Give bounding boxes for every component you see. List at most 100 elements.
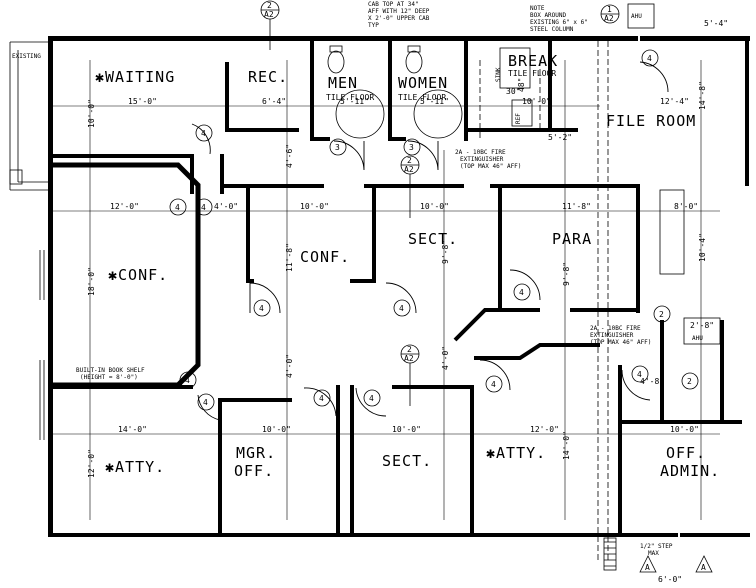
break-tile-note: TILE FLOOR [508,69,556,78]
men-tile-note: TILE FLOOR [326,93,374,102]
door-tag: 4 [253,299,271,317]
dim-48: 48" [517,78,526,92]
section-ref-marker: 2 A2 [400,155,420,218]
room-atty-right: ✱ATTY. [486,444,546,462]
exterior-walls [9,36,750,537]
section-refs: 2 A2 2 A2 2 A2 1 A2 [260,0,620,406]
bookshelf-2: (HEIGHT = 8'-0") [80,374,138,381]
dim-10-0-sect2: 10'-0" [392,425,421,434]
svg-text:2: 2 [659,310,664,319]
dim-11-8v: 11'-8" [285,243,294,272]
door-tag: 4 [313,389,331,407]
svg-text:A: A [701,563,706,572]
bookshelf-1: BUILT-IN BOOK SHELF [76,367,145,374]
door-tag: 4 [195,198,213,216]
step-2: MAX [648,550,659,557]
door-tag: 3 [403,138,421,156]
room-sect-upper: SECT. [408,230,458,248]
ahu-top-label: AHU [631,13,642,20]
svg-text:A2: A2 [604,14,614,23]
room-off-admin-2: ADMIN. [660,462,720,480]
svg-text:1: 1 [607,5,612,14]
door-tag: 4 [363,389,381,407]
dim-10-0-v: 10'-0" [87,99,96,128]
door-tag: 4 [197,393,215,411]
fire-2a: 2A - 10BC FIRE [590,325,641,332]
women-tile-note: TILE FLOOR [398,93,446,102]
floor-notes: TILE FLOOR TILE FLOOR TILE FLOOR [326,69,556,102]
sink-label: SINK [495,67,502,82]
dim-11-8: 11'-8" [562,202,591,211]
dim-6-4: 6'-4" [262,97,286,106]
dim-2-8: 2'-8" [690,321,714,330]
interior-walls [53,3,750,571]
room-sect-lower: SECT. [382,452,432,470]
ref-label: REF [515,113,522,124]
dim-9-8b: 9'-8" [562,262,571,286]
svg-text:A: A [645,563,650,572]
door-swings [191,61,669,421]
room-labels: ✱WAITING REC. MEN WOMEN BREAK FILE ROOM … [95,52,720,480]
door-tag: 2 [681,372,699,390]
room-mgr-off-1: MGR. [236,444,276,462]
dim-5-11a: 5'-11" [340,97,369,106]
dim-14-0: 14'-0" [118,425,147,434]
room-mgr-off-2: OFF. [234,462,274,480]
door-tag: 4 [195,124,213,142]
section-ref-marker: 2 A2 [260,0,280,50]
room-conf-center: CONF. [300,248,350,266]
dim-10-0-conf: 10'-0" [300,202,329,211]
dim-4-0b: 4'-0" [285,354,294,378]
dim-12-0b: 12'-0" [530,425,559,434]
dim-5-2: 5'-2" [548,133,572,142]
svg-text:4: 4 [637,370,642,379]
room-conf-left: ✱CONF. [108,266,168,284]
svg-text:4: 4 [175,203,180,212]
step-1: 1/2" STEP [640,543,673,550]
dim-12-0: 12'-0" [110,202,139,211]
dim-12-0v: 12'-0" [87,449,96,478]
door-tag: 4 [393,299,411,317]
room-atty-left: ✱ATTY. [105,458,165,476]
section-ref-marker: 1 A2 [600,4,620,24]
fire-1b: EXTINGUISHER [460,156,504,163]
fire-2c: (TOP MAX 46" AFF) [590,339,651,346]
dim-10-0-off: 10'-0" [670,425,699,434]
room-waiting: ✱WAITING [95,68,175,86]
room-off-admin-1: OFF. [666,444,706,462]
column-note-title: NOTE [530,5,545,12]
door-tag: 3 [329,138,347,156]
door-tag: 4 [513,283,531,301]
column-note-3: STEEL COLUMN [530,26,574,33]
door-tag: 4 [641,49,659,67]
dim-10-4: 10'-4" [698,233,707,262]
svg-text:4: 4 [369,394,374,403]
door-tag: 4 [485,375,503,393]
dim-14-0v: 14'-0" [562,431,571,460]
existing-note: EXISTING [12,53,41,60]
annotations: EXISTING CAB TOP AT 34" AFF WITH 12" DEE… [12,1,703,557]
column-note-1: BOX AROUND [530,12,567,19]
fire-1c: (TOP MAX 46" AFF) [460,163,521,170]
svg-text:4: 4 [185,376,190,385]
fixtures [327,45,685,275]
column-note-2: EXISTING 6" x 6" [530,19,588,26]
door-tag: A [695,555,713,573]
dim-4-0c: 4'-0" [441,346,450,370]
room-men: MEN [328,74,358,92]
cab-note-4: TYP [368,22,379,29]
dimension-lines [53,60,720,520]
cab-note-2: AFF WITH 12" DEEP [368,8,430,15]
svg-text:2: 2 [267,1,272,10]
svg-text:A2: A2 [264,10,274,19]
cab-note-3: X 2'-0" UPPER CAB [368,15,430,22]
room-women: WOMEN [398,74,448,92]
room-file: FILE ROOM [606,112,696,130]
dim-10-0-sect: 10'-0" [420,202,449,211]
svg-text:A2: A2 [404,165,414,174]
dim-5-11b: 5'-11" [420,97,449,106]
dim-6-0: 6'-0" [658,575,682,584]
door-tag: A [639,555,657,573]
dim-9-8a: 9'-8" [441,240,450,264]
